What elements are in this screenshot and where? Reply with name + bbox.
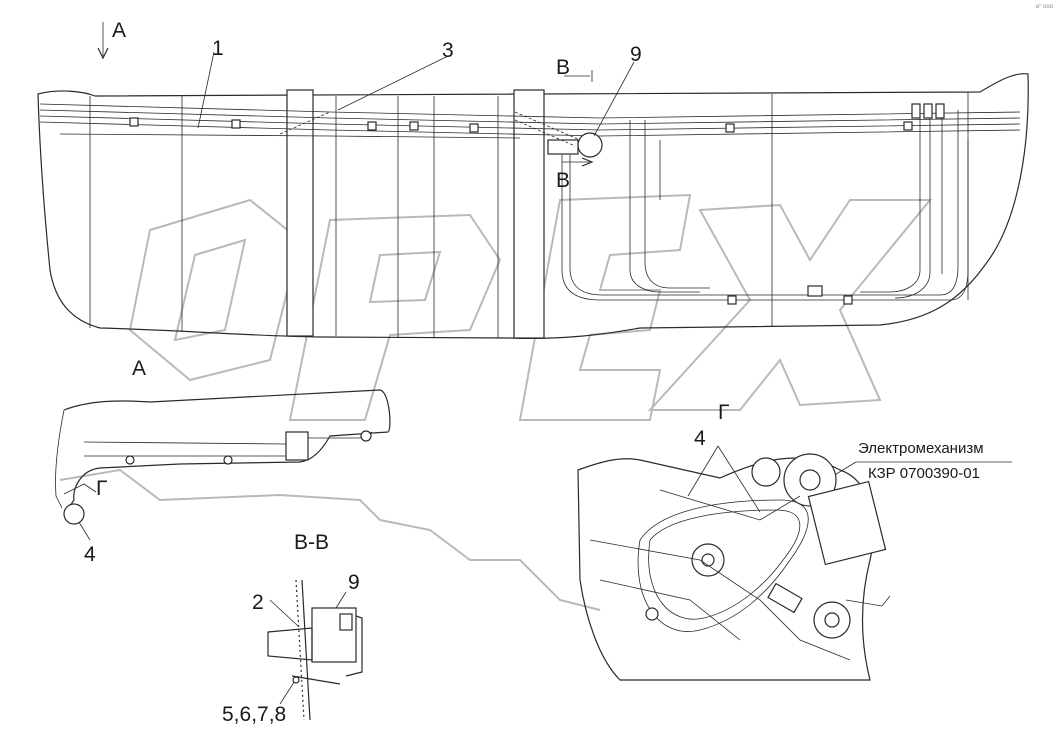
view-g-left-label: Г <box>96 477 108 500</box>
view-g-right-label: Г <box>718 401 730 424</box>
section-b-top-label: B <box>556 56 571 79</box>
mechanism-code-label: КЗР 0700390-01 <box>868 465 980 482</box>
item-1-label: 1 <box>212 37 224 60</box>
view-a-side-assembly <box>55 389 391 525</box>
corner-mark: a° ooo <box>1035 4 1053 10</box>
section-b-bottom-label: B <box>556 169 571 192</box>
items-5678-label: 5,6,7,8 <box>222 703 287 726</box>
section-bb-title: B-B <box>294 531 330 554</box>
item-3-label: 3 <box>442 39 454 62</box>
item-4-right-label: 4 <box>694 427 706 450</box>
item-9-top-label: 9 <box>630 43 642 66</box>
mechanism-name-label: Электромеханизм <box>858 440 984 457</box>
view-g-mechanism-detail <box>577 453 891 681</box>
view-a-top-label: A <box>112 19 127 42</box>
view-a-label: A <box>132 357 147 380</box>
section-bb-detail <box>267 579 363 721</box>
item-9-section-label: 9 <box>348 571 360 594</box>
item-4-left-label: 4 <box>84 543 96 566</box>
item-2-label: 2 <box>252 591 264 614</box>
watermark-opex <box>59 193 933 611</box>
leader-lines <box>73 22 1012 705</box>
main-frame-assembly <box>37 73 1029 340</box>
